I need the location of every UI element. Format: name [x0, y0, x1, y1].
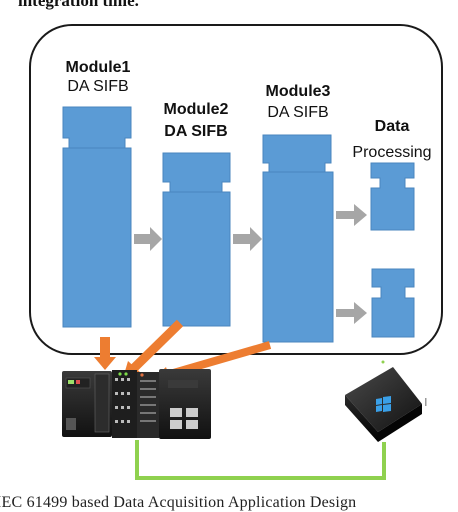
flow-arrow-module1-to-module2: [134, 227, 162, 251]
network-connection-line: [135, 440, 386, 480]
module2-title: Module2: [164, 101, 229, 118]
module1-function-block: [62, 106, 132, 328]
plc-hardware-icon: [62, 369, 211, 439]
flow-arrow-module3-to-processing1: [336, 204, 367, 226]
module1-subtitle: DA SIFB: [67, 78, 128, 95]
module3-subtitle: DA SIFB: [267, 104, 328, 121]
module1-title: Module1: [66, 59, 131, 76]
figure-caption: IEC 61499 based Data Acquisition Applica…: [0, 494, 357, 511]
module2-subtitle: DA SIFB: [164, 123, 227, 140]
module3-title: Module3: [266, 83, 331, 100]
module2-function-block: [162, 152, 231, 327]
data-processing-label-line2: Processing: [352, 144, 431, 161]
flow-arrow-module3-to-processing2: [336, 302, 367, 324]
connector-module1-to-plc: [94, 337, 116, 370]
data-processing-block-1: [370, 162, 415, 231]
header-text-fragment: integration time.: [18, 0, 139, 10]
module3-function-block: [262, 134, 334, 343]
flow-arrow-module2-to-module3: [233, 227, 262, 251]
data-processing-label-line1: Data: [375, 118, 410, 135]
windows-pc-icon: [345, 360, 427, 442]
data-processing-block-2: [371, 268, 415, 338]
